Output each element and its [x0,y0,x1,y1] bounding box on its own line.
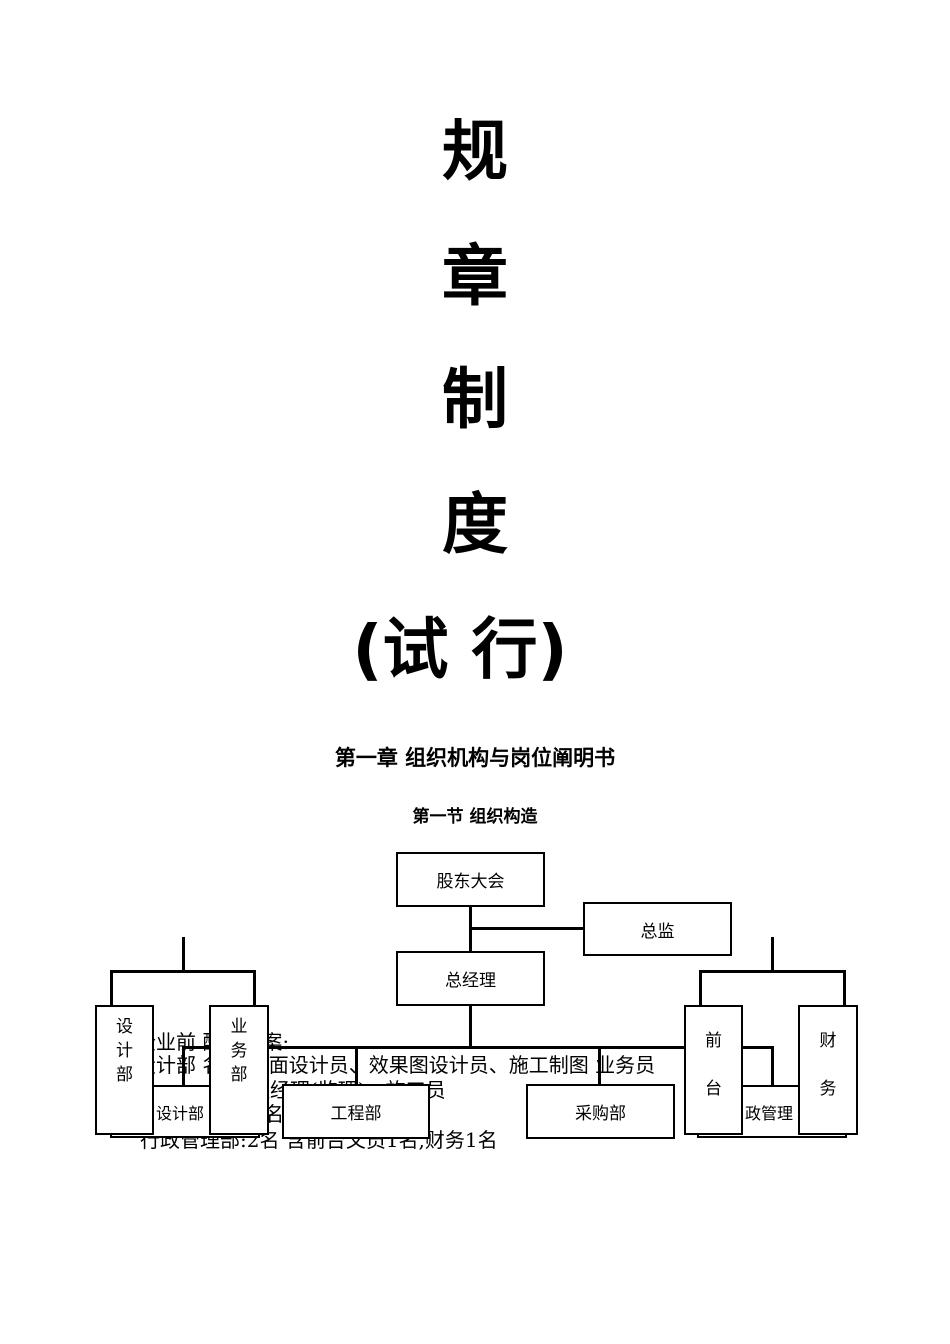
section-heading: 第一节 组织构造 [412,807,538,827]
connector-right-a [699,970,702,1006]
purchasing-label: 采购部 [575,1104,626,1124]
business-char-3: 部 [230,1065,248,1085]
plan-line-4: 名 [264,1102,284,1126]
director-label: 总监 [640,921,675,942]
title-char-3: 制 [442,361,508,438]
connector-purchasing [598,1046,601,1086]
title-trial: (试 行) [352,611,568,688]
title-char-2: 章 [442,238,508,315]
design-char-1: 设 [116,1017,133,1037]
title-char-1: 规 [442,113,508,190]
business-dept-box: 业 务 部 [209,1005,269,1135]
general-manager-box: 总经理 [396,951,545,1006]
general-manager-label: 总经理 [445,971,496,991]
connector-right-top [771,937,774,972]
connector-director [469,927,585,930]
connector-gm-down [469,1004,472,1048]
connector-left-bar [110,970,256,973]
admin-group-label: 政管理 [745,1103,794,1123]
title-char-4: 度 [442,486,508,563]
finance-char-1: 财 [819,1031,837,1051]
design-char-2: 计 [116,1041,133,1061]
finance-box: 财 务 [798,1005,858,1135]
connector-right-group [771,1046,774,1086]
front-desk-box: 前 台 [684,1005,743,1135]
shareholders-label: 股东大会 [436,872,505,892]
connector-left-a [110,970,113,1006]
connector-left-top [182,937,185,972]
connector-engineering [355,1046,358,1086]
purchasing-box: 采购部 [526,1084,675,1139]
business-char-1: 业 [230,1017,248,1037]
connector-dept-bar [182,1046,774,1049]
connector-left-b [253,970,256,1006]
design-char-3: 部 [116,1065,133,1085]
design-group-label: 设计部 [156,1103,205,1123]
shareholders-box: 股东大会 [396,852,545,907]
front-desk-char-2: 台 [705,1079,722,1099]
connector-left-group [182,1046,185,1086]
business-char-2: 务 [230,1041,248,1061]
front-desk-char-1: 前 [705,1031,722,1051]
engineering-label: 工程部 [330,1104,382,1124]
design-dept-box: 设 计 部 [95,1005,154,1135]
director-box: 总监 [583,902,732,956]
connector-right-b [843,970,846,1006]
chapter-heading: 第一章 组织机构与岗位阐明书 [334,746,616,770]
finance-char-2: 务 [819,1079,837,1099]
engineering-box: 工程部 [282,1084,430,1139]
connector-right-bar [699,970,846,973]
